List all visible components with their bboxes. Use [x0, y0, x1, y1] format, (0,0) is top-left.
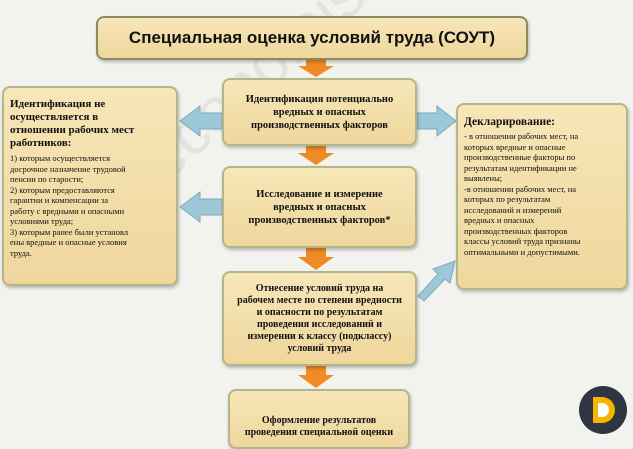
body-line: которых по результатам — [464, 194, 551, 204]
body-line: производственных факторов — [464, 225, 568, 236]
body-line: выявлены; — [464, 173, 503, 183]
step-classification: Отнесение условий труда на рабочем месте… — [222, 271, 417, 366]
body-line: -в отношении рабочих мест, на — [464, 183, 577, 194]
step-line: производственных факторов* — [248, 214, 391, 226]
arrow-left-2 — [179, 191, 223, 223]
arrow-down-1 — [298, 60, 334, 77]
step-line: проведения исследований и — [256, 318, 382, 330]
body-line: пенсии по старости; — [10, 174, 84, 184]
step-line: проведения специальной оценки — [244, 427, 394, 438]
arrow-down-4 — [298, 366, 334, 388]
step-line: Исследование и измерение — [256, 188, 383, 200]
heading-line: осуществляется в — [10, 111, 99, 123]
body-line: 3) которым ранее были установл — [10, 226, 129, 237]
body-line: производственные факторы по — [464, 152, 576, 162]
arrow-right-1 — [416, 104, 457, 138]
step-line: Оформление результатов — [261, 415, 377, 426]
step-line: и опасности по результатам — [256, 306, 383, 318]
body-line: гарантии и компенсации за — [10, 195, 109, 205]
step-line: Отнесение условий труда на — [255, 282, 384, 294]
body-line: классы условий труда признаны — [464, 236, 581, 246]
declaration-box: Декларирование: - в отношении рабочих ме… — [456, 103, 628, 290]
body-line: исследований и измерений — [464, 204, 562, 215]
arrow-right-2 — [417, 260, 456, 302]
declaration-heading: Декларирование: — [464, 116, 556, 128]
body-line: - в отношении рабочих мест, на — [464, 131, 579, 141]
brand-logo-icon — [579, 386, 627, 434]
body-line: которых вредные и опасные — [464, 141, 566, 152]
heading-line: Идентификация не — [10, 98, 106, 110]
no-identification-box: Идентификация не осуществляется в отноше… — [2, 86, 178, 286]
heading-line: работников: — [10, 137, 72, 149]
body-line: работу с вредными и опасными — [10, 205, 125, 216]
body-line: результатам идентификации не — [464, 162, 577, 173]
body-line: вредных и опасных — [464, 215, 535, 225]
body-line: труда. — [10, 247, 32, 258]
step-line: вредных и опасных — [273, 106, 366, 118]
step-identification: Идентификация потенциально вредных и опа… — [222, 78, 417, 146]
step-line: вредных и опасных — [273, 201, 366, 213]
body-line: оптимальными и допустимыми. — [464, 246, 580, 257]
step-line: Идентификация потенциально — [245, 93, 394, 105]
step-line: условий труда — [287, 342, 352, 354]
step-line: измерении к классу (подклассу) — [247, 330, 392, 342]
step-line: производственных факторов — [251, 119, 388, 131]
arrow-down-2 — [298, 146, 334, 165]
arrow-left-1 — [179, 105, 223, 137]
no-identification-heading: Идентификация не осуществляется в отноше… — [10, 98, 170, 150]
heading-line: отношении рабочих мест — [10, 124, 135, 136]
arrow-down-3 — [298, 248, 334, 270]
body-line: 1) которым осуществляется — [10, 153, 111, 163]
connector-arrows — [179, 60, 457, 388]
diagram-title: Специальная оценка условий труда (СОУТ) — [96, 16, 528, 60]
body-line: досрочное назначение трудовой — [10, 163, 126, 174]
body-line: 2) которым предоставляются — [10, 184, 115, 195]
body-line: условиями труда; — [10, 216, 74, 226]
body-line: ены вредные и опасные условия — [10, 237, 127, 247]
step-research-measurement: Исследование и измерение вредных и опасн… — [222, 166, 417, 248]
step-results: Оформление результатов проведения специа… — [228, 389, 410, 449]
step-line: рабочем месте по степени вредности — [237, 294, 402, 306]
